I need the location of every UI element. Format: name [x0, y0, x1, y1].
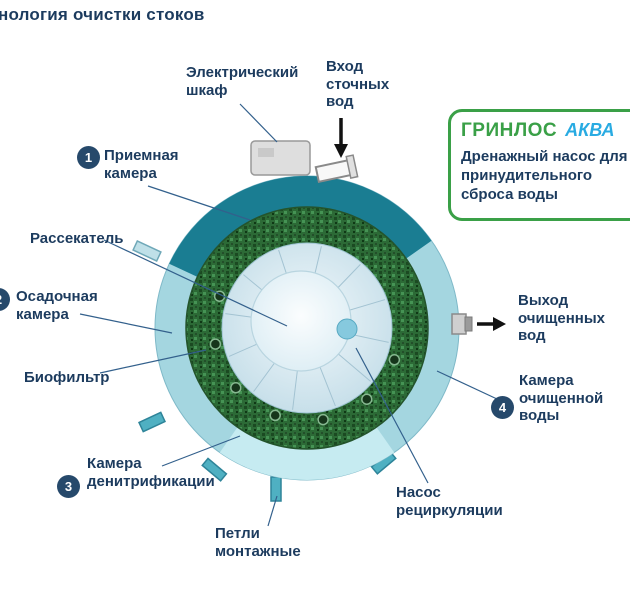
- outlet-arrow-icon: [477, 317, 506, 331]
- brand-name-green: ГРИНЛОС: [461, 120, 558, 141]
- label-biofilter: Биофильтр: [24, 369, 110, 386]
- diffuser-cone: [250, 270, 352, 372]
- outlet-fitting-shape: [451, 313, 473, 335]
- inner-chamber: [221, 242, 393, 414]
- connector-lines: [79, 103, 498, 527]
- badge-1: 1: [77, 146, 100, 169]
- badge-4: 4: [491, 396, 514, 419]
- recirculation-pump-dot: [336, 318, 358, 340]
- brand-callout: ГРИНЛОС АКВА Дренажный насос для принудит…: [448, 109, 630, 221]
- badge-4-number: 4: [498, 400, 507, 415]
- inlet-pipe-shape: [314, 154, 359, 183]
- mounting-loop-pipes: [132, 239, 397, 502]
- brand-row: ГРИНЛОС АКВА: [461, 120, 630, 142]
- label-electrical-cabinet: Электрический шкаф: [186, 64, 299, 99]
- label-denitrification-chamber: Камера денитрификации: [87, 455, 215, 490]
- ring-bolts: [209, 290, 401, 426]
- label-sedimentation-chamber: Осадочная камера: [16, 288, 98, 323]
- page-title: нология очистки стоков: [0, 5, 205, 24]
- label-clean-water-chamber: Камера очищенной воды: [519, 372, 604, 425]
- badge-2-number: 2: [0, 292, 2, 307]
- label-inlet: Вход сточных вод: [326, 58, 390, 111]
- inlet-arrow-icon: [334, 118, 348, 158]
- badge-1-number: 1: [84, 150, 93, 165]
- badge-3-number: 3: [64, 479, 73, 494]
- label-mounting-loops: Петли монтажные: [215, 525, 301, 560]
- label-recirculation-pump: Насос рециркуляции: [396, 484, 503, 519]
- badge-2: 2: [0, 288, 10, 311]
- label-outlet: Выход очищенных вод: [518, 292, 605, 345]
- brand-name-blue: АКВА: [565, 120, 615, 140]
- badge-3: 3: [57, 475, 80, 498]
- label-receiving-chamber: Приемная камера: [104, 147, 179, 182]
- electrical-cabinet-shape: [250, 140, 311, 176]
- callout-body-text: Дренажный насос для принудительного сбро…: [461, 148, 628, 203]
- label-diffuser: Рассекатель: [30, 230, 124, 247]
